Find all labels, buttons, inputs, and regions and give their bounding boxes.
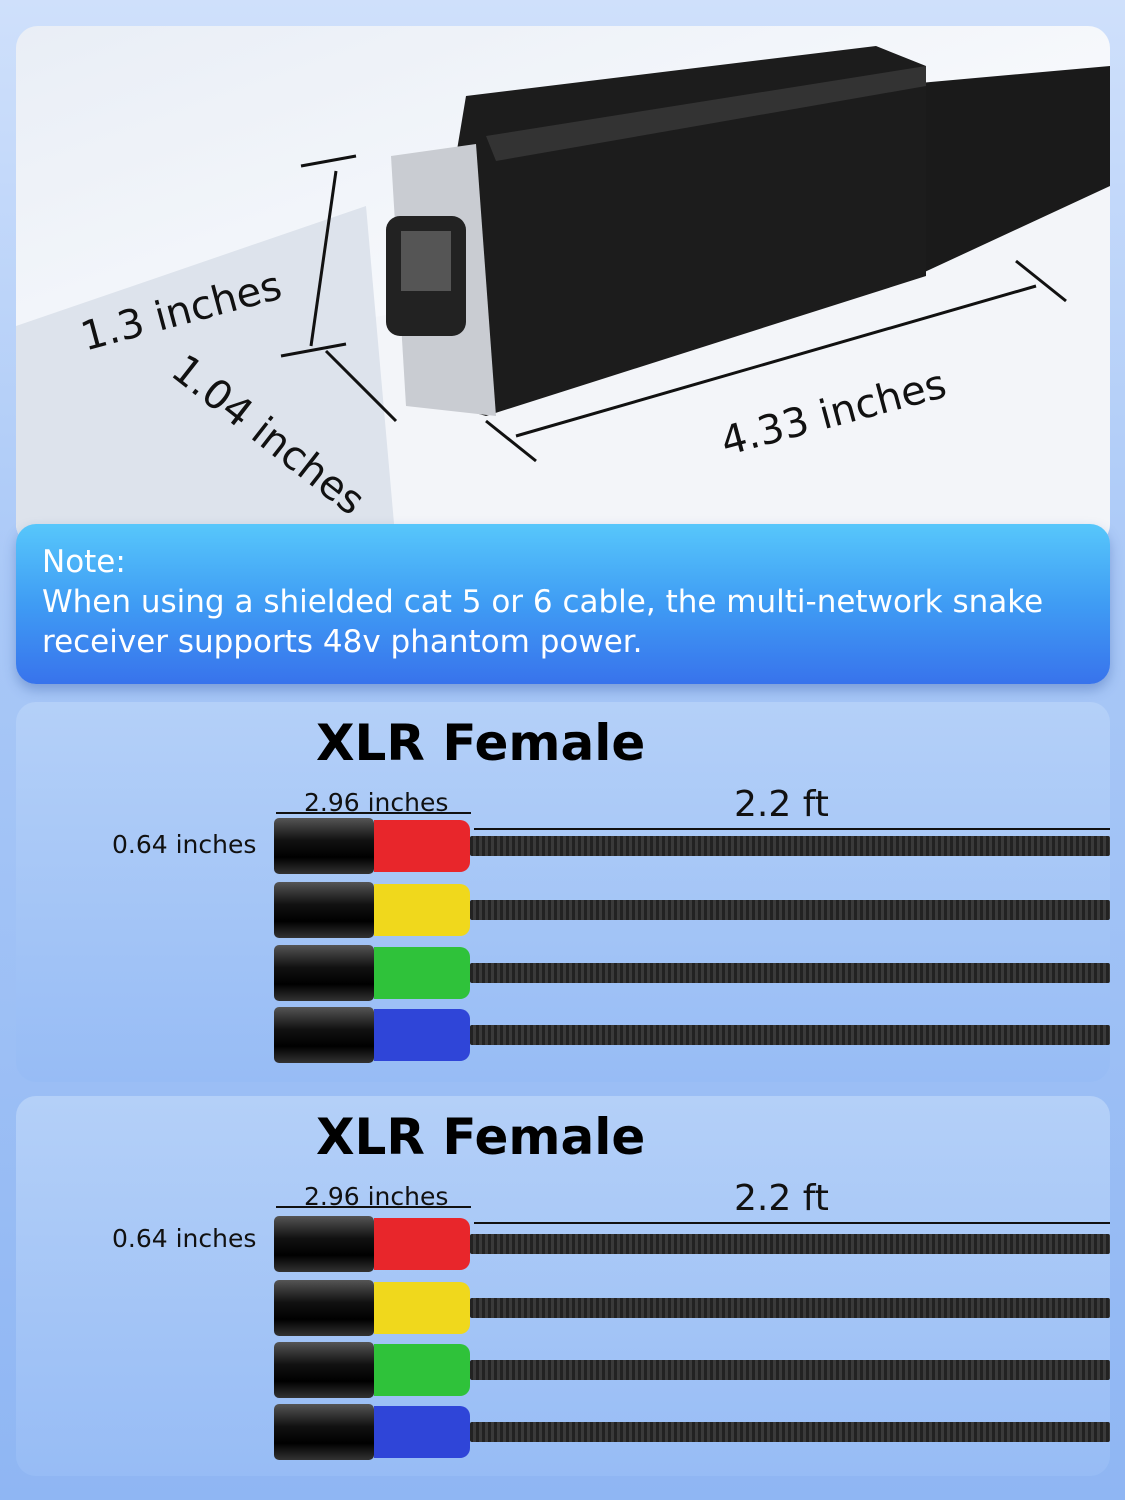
cable-length-arrow: [474, 828, 1110, 830]
connector-length-arrow: [276, 1206, 471, 1208]
xlr-female-plug: [274, 1280, 374, 1336]
diameter-label: 0.64 inches: [112, 1224, 257, 1253]
xlr-cable-red: [274, 1216, 1110, 1272]
xlr-panel-1: XLR Female 2.96 inches 2.2 ft 0.64 inche…: [16, 702, 1110, 1082]
xlr-cable-blue: [274, 1404, 1110, 1460]
boot-red: [374, 820, 470, 872]
boot-green: [374, 1344, 470, 1396]
boot-blue: [374, 1406, 470, 1458]
diameter-label: 0.64 inches: [112, 830, 257, 859]
note-text: When using a shielded cat 5 or 6 cable, …: [42, 584, 1044, 660]
braided-cable: [470, 1025, 1110, 1045]
xlr-panel-2: XLR Female 2.96 inches 2.2 ft 0.64 inche…: [16, 1096, 1110, 1476]
boot-yellow: [374, 1282, 470, 1334]
xlr-male-plug: [274, 1007, 374, 1063]
braided-cable: [470, 900, 1110, 920]
boot-red: [374, 1218, 470, 1270]
xlr-cable-yellow: [274, 1280, 1110, 1336]
connector-length-arrow: [276, 812, 471, 814]
panel-title: XLR Female: [316, 714, 646, 772]
xlr-male-plug: [274, 818, 374, 874]
xlr-male-plug: [274, 882, 374, 938]
cable-length-label: 2.2 ft: [734, 1178, 829, 1219]
braided-cable: [470, 836, 1110, 856]
braided-cable: [470, 1234, 1110, 1254]
boot-green: [374, 947, 470, 999]
xlr-cable-green: [274, 945, 1110, 1001]
boot-blue: [374, 1009, 470, 1061]
cable-length-label: 2.2 ft: [734, 784, 829, 825]
panel-title: XLR Female: [316, 1108, 646, 1166]
braided-cable: [470, 1298, 1110, 1318]
xlr-cable-blue: [274, 1007, 1110, 1063]
xlr-female-plug: [274, 1342, 374, 1398]
note-title: Note:: [42, 544, 126, 580]
braided-cable: [470, 963, 1110, 983]
xlr-cable-red: [274, 818, 1110, 874]
braided-cable: [470, 1360, 1110, 1380]
boot-yellow: [374, 884, 470, 936]
xlr-female-plug: [274, 1404, 374, 1460]
ethercon-adapter-illustration: [16, 46, 1110, 546]
xlr-cable-yellow: [274, 882, 1110, 938]
cable-length-arrow: [474, 1222, 1110, 1224]
xlr-cable-green: [274, 1342, 1110, 1398]
note-banner: Note: When using a shielded cat 5 or 6 c…: [16, 524, 1110, 684]
xlr-female-plug: [274, 1216, 374, 1272]
braided-cable: [470, 1422, 1110, 1442]
xlr-male-plug: [274, 945, 374, 1001]
product-photo: 1.3 inches 1.04 inches 4.33 inches: [16, 26, 1110, 546]
